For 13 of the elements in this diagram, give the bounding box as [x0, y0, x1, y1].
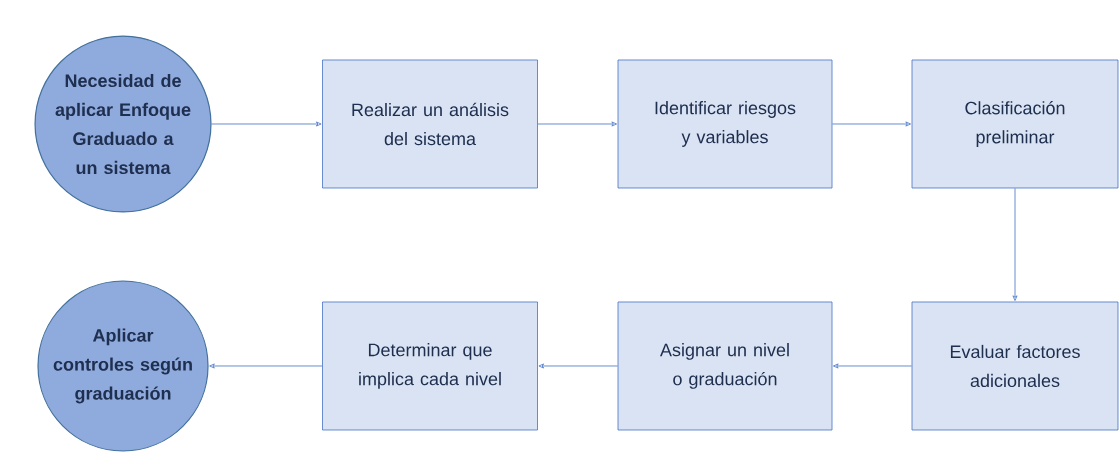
arrow	[537, 121, 617, 127]
arrow	[832, 121, 911, 127]
arrow	[209, 363, 323, 369]
process-box: Asignar un nivel o graduación	[617, 301, 833, 431]
arrow	[211, 121, 322, 127]
arrow	[1012, 188, 1018, 301]
arrow	[833, 363, 912, 369]
process-box: Identificar riesgos y variables	[617, 59, 833, 189]
arrow	[538, 363, 618, 369]
process-box: Realizar un análisis del sistema	[322, 59, 538, 189]
process-box: Evaluar factores adicionales	[911, 301, 1119, 431]
process-box: Clasificación preliminar	[911, 59, 1119, 189]
process-box: Determinar que implica cada nivel	[322, 301, 538, 431]
